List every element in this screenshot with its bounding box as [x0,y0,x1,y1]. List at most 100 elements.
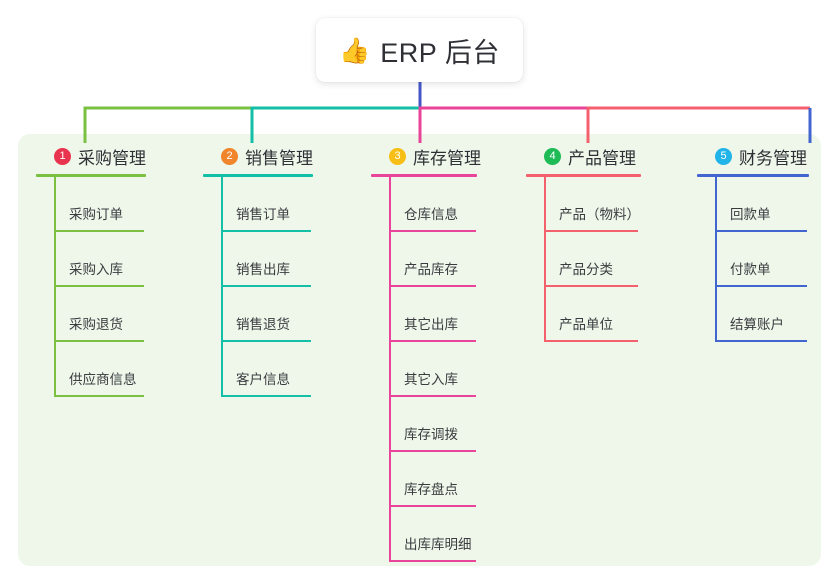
branch-item[interactable]: 结算账户 [715,287,839,342]
branch-item[interactable]: 销售订单 [221,177,353,232]
branch-title: 采购管理 [78,148,146,168]
branch-item-label: 供应商信息 [69,372,137,387]
branch-item[interactable]: 产品（物料） [544,177,701,232]
branch-header-2[interactable]: 2 销售管理 [203,143,353,169]
branch-item-label: 产品（物料） [559,207,640,222]
branch-spine [715,177,717,342]
branch-item-rule [389,340,476,342]
branch-underline [697,174,809,177]
branch-header-1[interactable]: 1 采购管理 [36,143,196,169]
branch-item-rule [54,285,144,287]
branch-item-label: 产品库存 [404,262,458,277]
branch-item-label: 结算账户 [730,317,784,332]
branch-item[interactable]: 产品库存 [389,232,531,287]
branch-item-rule [221,230,311,232]
branch-children: 仓库信息产品库存其它出库其它入库库存调拨库存盘点出库库明细 [389,177,531,562]
branch-item-label: 采购入库 [69,262,123,277]
branch-item[interactable]: 仓库信息 [389,177,531,232]
branch-children: 销售订单销售出库销售退货客户信息 [221,177,353,397]
branch-number-badge: 4 [544,147,561,165]
branch-item-rule [389,395,476,397]
branch-column-3: 3 库存管理仓库信息产品库存其它出库其它入库库存调拨库存盘点出库库明细 [371,143,531,562]
branch-item-rule [715,230,807,232]
branch-item-rule [389,450,476,452]
branch-item[interactable]: 回款单 [715,177,839,232]
branch-item[interactable]: 付款单 [715,232,839,287]
root-node-title: ERP 后台 [380,37,500,68]
branch-underline [526,174,641,177]
branch-item[interactable]: 采购退货 [54,287,196,342]
branch-column-4: 4 产品管理产品（物料） 产品分类产品单位 [526,143,701,342]
branch-title: 产品管理 [568,148,636,168]
branch-item-label: 付款单 [730,262,771,277]
branch-item-rule [54,230,144,232]
branch-item[interactable]: 其它入库 [389,342,531,397]
branch-number-badge: 1 [54,147,71,165]
branch-spine [54,177,56,397]
branch-children: 采购订单采购入库采购退货供应商信息 [54,177,196,397]
branch-title: 库存管理 [413,148,481,168]
branch-item[interactable]: 销售退货 [221,287,353,342]
branch-item-label: 销售订单 [236,207,290,222]
branch-column-1: 1 采购管理采购订单采购入库采购退货供应商信息 [36,143,196,397]
branch-children: 回款单付款单结算账户 [715,177,839,342]
branch-item-rule [221,285,311,287]
branch-item-label: 销售退货 [236,317,290,332]
branch-underline [36,174,146,177]
branch-title: 销售管理 [245,148,313,168]
branch-item[interactable]: 客户信息 [221,342,353,397]
branch-number-badge: 5 [715,147,732,165]
thumbs-up-icon: 👍 [339,36,371,65]
branch-underline [371,174,477,177]
branch-item[interactable]: 库存调拨 [389,397,531,452]
branch-underline [203,174,313,177]
branch-item[interactable]: 采购订单 [54,177,196,232]
branch-item-label: 采购退货 [69,317,123,332]
branch-title: 财务管理 [739,148,807,168]
branch-item-label: 库存调拨 [404,427,458,442]
branch-item-label: 库存盘点 [404,482,458,497]
branch-item-rule [221,340,311,342]
branch-item-rule [715,285,807,287]
branch-column-5: 5 财务管理回款单付款单结算账户 [697,143,839,342]
branch-header-4[interactable]: 4 产品管理 [526,143,701,169]
branch-item[interactable]: 产品单位 [544,287,701,342]
branch-number-badge: 3 [389,147,406,165]
branch-item-rule [544,285,638,287]
branch-item-rule [389,560,476,562]
branch-item-rule [389,285,476,287]
branch-children: 产品（物料） 产品分类产品单位 [544,177,701,342]
branch-item-label: 其它出库 [404,317,458,332]
branch-item-label: 销售出库 [236,262,290,277]
branch-item-label: 产品分类 [559,262,613,277]
branch-item-rule [544,230,638,232]
branch-item-label: 客户信息 [236,372,290,387]
branch-item-label: 回款单 [730,207,771,222]
branches-panel [18,134,821,566]
branch-item[interactable]: 销售出库 [221,232,353,287]
branch-spine [544,177,546,342]
branch-item-rule [715,340,807,342]
branch-item-label: 采购订单 [69,207,123,222]
branch-item-label: 仓库信息 [404,207,458,222]
branch-item-label: 出库库明细 [404,537,472,552]
branch-item-label: 产品单位 [559,317,613,332]
branch-item-rule [389,230,476,232]
branch-number-badge: 2 [221,147,238,165]
branch-item[interactable]: 供应商信息 [54,342,196,397]
branch-header-5[interactable]: 5 财务管理 [697,143,839,169]
branch-item-rule [544,340,638,342]
branch-item[interactable]: 其它出库 [389,287,531,342]
branch-item[interactable]: 出库库明细 [389,507,531,562]
branch-item-rule [54,395,144,397]
root-node-card[interactable]: 👍 ERP 后台 [316,18,523,82]
branch-item-rule [389,505,476,507]
branch-header-3[interactable]: 3 库存管理 [371,143,531,169]
branch-item[interactable]: 产品分类 [544,232,701,287]
branch-item[interactable]: 库存盘点 [389,452,531,507]
branch-column-2: 2 销售管理销售订单销售出库销售退货客户信息 [203,143,353,397]
branch-item-label: 其它入库 [404,372,458,387]
branch-spine [221,177,223,397]
branch-item[interactable]: 采购入库 [54,232,196,287]
